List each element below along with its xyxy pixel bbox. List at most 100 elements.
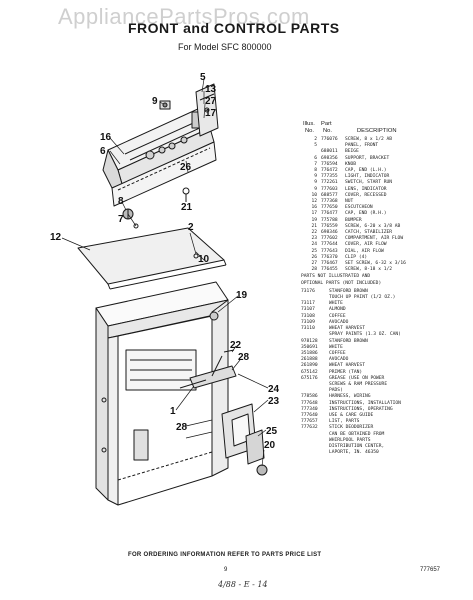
legend-row: 688011 BEIGE	[301, 149, 469, 155]
legend-description: KNOB	[345, 161, 357, 167]
optional-part-row: 675176 GREASE (USE ON POWER	[301, 376, 469, 382]
air-flow-compartment	[221, 403, 268, 476]
legend-header-part-no: No.	[323, 128, 333, 134]
optional-part-row: CAN BE OBTAINED FROM	[301, 432, 469, 438]
legend-illus-no: 26	[311, 254, 317, 260]
optional-part-no: 73110	[301, 326, 315, 332]
optional-description: STANFORD BROWN	[329, 288, 368, 294]
optional-part-row: 675142 PRIMER (TAN)	[301, 370, 469, 376]
optional-description: HARNESS, WIRING	[329, 394, 371, 400]
optional-part-no: 73117	[301, 301, 315, 307]
callout-label: 17	[205, 108, 217, 119]
page-number: 9	[224, 567, 228, 573]
optional-part-no: 261888	[301, 357, 318, 363]
optional-part-row: LAPORTE, IN. 46350	[301, 450, 469, 456]
optional-part-row: WHIRLPOOL PARTS	[301, 438, 469, 444]
optional-part-no: 778586	[301, 394, 318, 400]
legend-description: LENS, INDICATOR	[345, 186, 387, 192]
legend-description: COVER, AIR FLOW	[345, 242, 387, 248]
legend-description: SUPPORT, BRACKET	[345, 155, 390, 161]
legend-description: SCREW, 8 x 1/2 AB	[345, 137, 393, 142]
legend-header-illus: Illus.	[303, 121, 315, 127]
legend-illus-no: 5	[314, 143, 317, 149]
optional-description: LIST, PARTS	[329, 419, 360, 425]
optional-description: LAPORTE, IN. 46350	[329, 450, 379, 456]
callout-label: 19	[236, 290, 248, 301]
callout-label: 9	[152, 96, 158, 107]
legend-part-no: 776455	[321, 267, 338, 273]
optional-part-no: 73176	[301, 288, 315, 294]
optional-description: ALMOND	[329, 307, 346, 313]
optional-description: SPRAY PAINTS (1.3 OZ. CAN)	[329, 332, 401, 338]
optional-part-no: 675142	[301, 369, 318, 375]
optional-description: PRIMER (TAN)	[329, 369, 363, 375]
optional-part-row: 73176 STANFORD BROWN	[301, 289, 469, 295]
legend-illus-no: 19	[311, 217, 317, 223]
not-illustrated-notice: PARTS NOT ILLUSTRATED AND OPTIONAL PARTS…	[301, 274, 469, 286]
optional-description: INSTRUCTIONS, OPERATING	[329, 406, 393, 412]
optional-description: PADS)	[329, 388, 343, 394]
optional-description: TOUCH UP PAINT (1/2 OZ.)	[329, 295, 396, 301]
legend-illus-no: 10	[311, 192, 317, 198]
optional-part-no: 777657	[301, 419, 318, 425]
legend-part-no: 698346	[321, 230, 338, 236]
legend-description: SWITCH, START RUN	[345, 180, 393, 186]
legend-description: ESCUTCHEON	[345, 205, 373, 211]
legend-illus-no: 6	[314, 155, 317, 161]
legend-description: NUT	[345, 199, 354, 205]
legend-illus-no: 9	[314, 174, 317, 180]
legend-part-no: 777602	[321, 236, 338, 242]
callout-label: 10	[198, 254, 210, 265]
callout-label: 12	[50, 232, 62, 243]
legend-illus-no: 7	[314, 161, 317, 167]
optional-part-no	[301, 450, 329, 456]
optional-description: USE & CARE GUIDE	[329, 412, 374, 418]
optional-part-no: 261890	[301, 363, 318, 369]
optional-part-no: 675176	[301, 375, 318, 381]
legend-illus-no: 9	[314, 186, 317, 192]
legend-description: DIAL, AIR FLOW	[345, 248, 384, 254]
optional-description: GREASE (USE ON POWER	[329, 375, 385, 381]
stabilizer-catch	[179, 349, 237, 389]
callout-label: 16	[100, 132, 112, 143]
callout-label: 13	[205, 84, 217, 95]
optional-part-no: 73108	[301, 313, 315, 319]
legend-part-no: 688011	[321, 149, 338, 155]
legend-description: CAP, END (R.H.)	[345, 211, 387, 217]
legend-description: SCREW, 8-18 x 1/2	[345, 267, 393, 273]
optional-description: SCREWS & RAM PRESSURE	[329, 381, 388, 387]
optional-description: DISTRIBUTION CENTER,	[329, 443, 385, 449]
legend-description: SET SCREW, 6-32 x 3/16	[345, 261, 406, 267]
legend-illus-no: 12	[311, 199, 317, 205]
front-panel-assembly	[102, 83, 219, 229]
optional-description: COFFEE	[329, 350, 346, 356]
legend-header: Illus. Part No. No. DESCRIPTION	[301, 121, 469, 137]
legend-part-no: 777650	[321, 205, 338, 211]
optional-description: AVOCADO	[329, 319, 349, 325]
legend-illus-no: 24	[311, 242, 317, 248]
legend-part-no: 777355	[321, 174, 338, 180]
legend-illus-no: 9	[314, 180, 317, 186]
legend-description: BEIGE	[345, 149, 359, 155]
callout-label: 7	[118, 214, 124, 225]
optional-part-no: 978128	[301, 338, 318, 344]
cabinet-frame	[95, 281, 229, 506]
